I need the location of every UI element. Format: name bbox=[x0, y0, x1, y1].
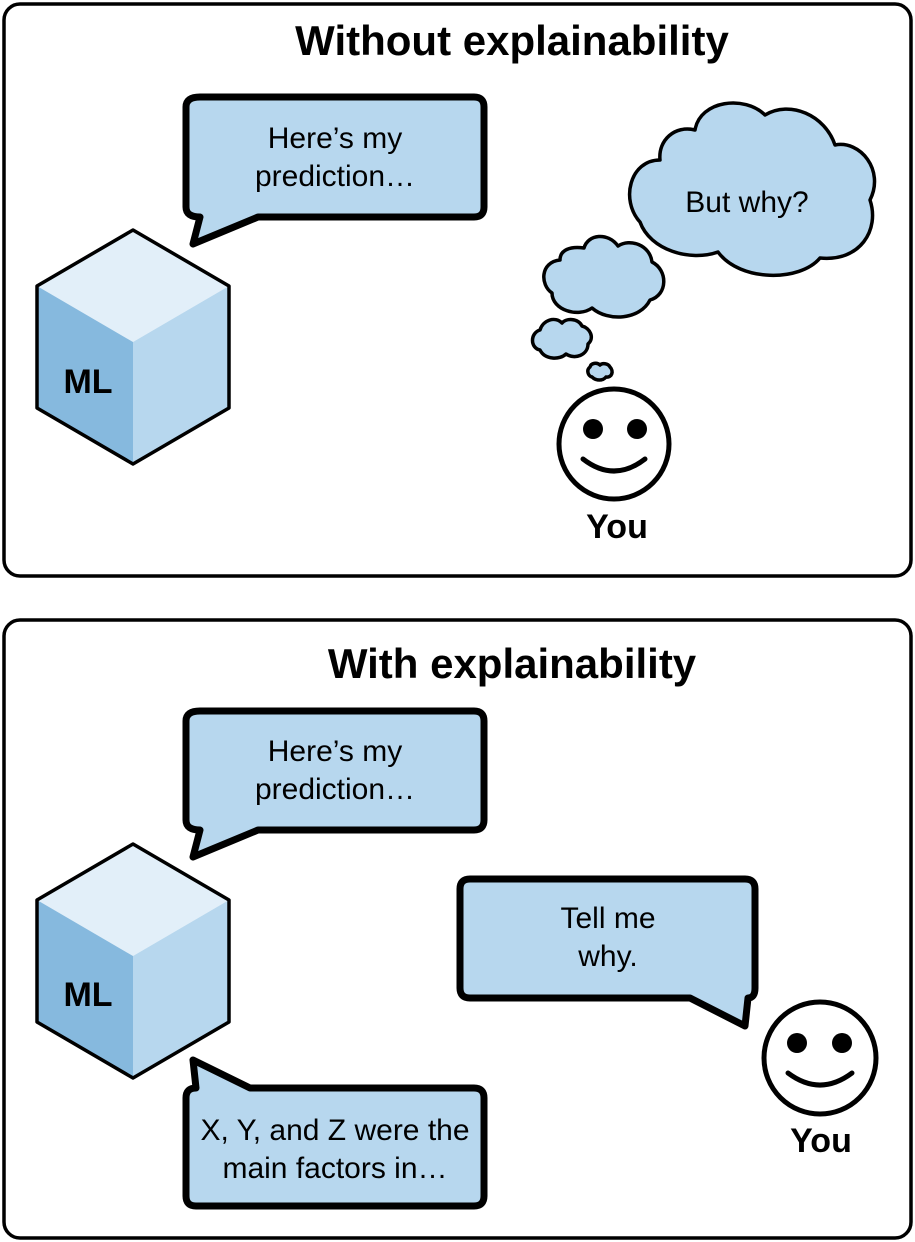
bubble-line-2: main factors in… bbox=[222, 1152, 447, 1185]
bubble-line-1: Here’s my bbox=[268, 735, 402, 768]
you-label: You bbox=[586, 508, 648, 546]
you-label: You bbox=[790, 1122, 852, 1160]
ml-cube-icon: ML bbox=[35, 842, 231, 1080]
bubble-line-2: why. bbox=[577, 940, 637, 973]
panel-title: With explainability bbox=[328, 640, 697, 687]
panel-title: Without explainability bbox=[295, 17, 729, 64]
user-speech-bubble: Tell me why. bbox=[456, 875, 759, 1030]
bubble-line-2: prediction… bbox=[255, 160, 415, 193]
bubble-line-1: X, Y, and Z were the bbox=[200, 1114, 469, 1147]
bubble-line-2: prediction… bbox=[255, 773, 415, 806]
ml-speech-bubble: Here’s my prediction… bbox=[182, 93, 488, 248]
bubble-line-1: Tell me bbox=[560, 902, 655, 935]
ml-label: ML bbox=[63, 363, 112, 401]
smiley-face-icon bbox=[761, 999, 879, 1117]
ml-cube-icon: ML bbox=[35, 228, 231, 466]
smiley-face-icon bbox=[556, 386, 672, 502]
thought-cloud-icon: But why? bbox=[530, 101, 877, 382]
ml-label: ML bbox=[63, 976, 112, 1014]
panel-with-explainability: With explainability Here’s my prediction… bbox=[2, 618, 913, 1240]
thought-text: But why? bbox=[685, 186, 808, 219]
explanation-speech-bubble: X, Y, and Z were the main factors in… bbox=[182, 1056, 488, 1210]
panel-without-explainability: Without explainability Here’s my predict… bbox=[2, 2, 913, 578]
ml-speech-bubble: Here’s my prediction… bbox=[182, 707, 488, 861]
bubble-line-1: Here’s my bbox=[268, 122, 402, 155]
